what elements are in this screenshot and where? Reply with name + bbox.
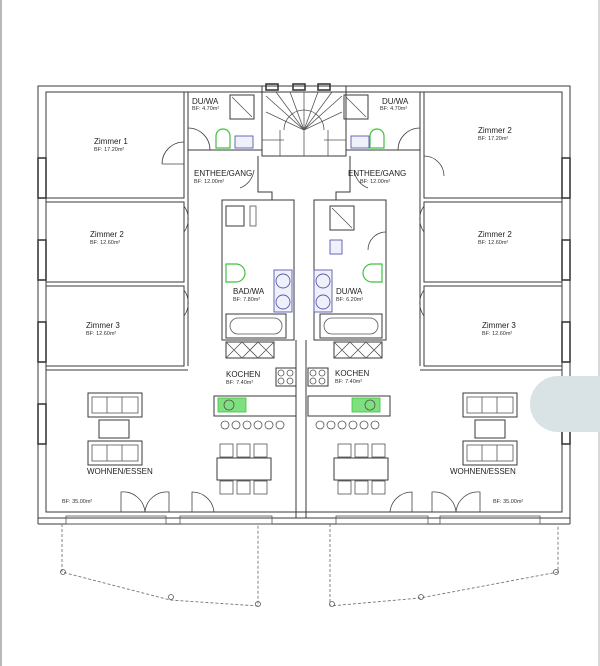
room-label: ENTHEE/GANG [194, 169, 252, 178]
right-bathroom [313, 199, 387, 359]
side-drawer-tab[interactable] [530, 376, 600, 432]
balconies [60, 524, 559, 607]
room-labels-left: Zimmer 1 BF: 17.20m² Zimmer 2 BF: 12.60m… [62, 97, 265, 505]
windows-left [37, 157, 47, 445]
room-label: DU/WA [192, 97, 219, 106]
room-label: Zimmer 2 [478, 230, 512, 239]
room-label: KOCHEN [335, 369, 369, 378]
page-frame-left [0, 0, 2, 666]
left-kitchen [213, 367, 297, 495]
room-area: BF: 4.70m² [380, 106, 407, 112]
room-label: KOCHEN [226, 370, 260, 379]
bar-stools-right [315, 420, 380, 430]
room-area: BF: 12.60m² [482, 331, 512, 337]
room-area: BF: 12.60m² [478, 240, 508, 246]
bar-stools-left [220, 420, 285, 430]
room-label: Zimmer 2 [478, 126, 512, 135]
dining-table-left [216, 443, 272, 495]
room-area: BF: 6.20m² [336, 297, 363, 303]
room-area: BF: 12.60m² [90, 240, 120, 246]
dining-table-right [333, 443, 389, 495]
room-area: BF: 12.00m² [194, 179, 224, 185]
room-area: BF: 4.70m² [192, 106, 219, 112]
room-labels-right: Zimmer 2 BF: 17.20m² Zimmer 2 BF: 12.60m… [335, 97, 523, 505]
room-label: Zimmer 3 [482, 321, 516, 330]
room-area: BF: 35.00m² [493, 499, 523, 505]
left-bathroom [221, 199, 295, 359]
room-label: BAD/WA [233, 287, 265, 296]
room-label: ENTHEE/GANG [348, 169, 406, 178]
room-area: BF: 7.40m² [226, 380, 253, 386]
room-label: Zimmer 3 [86, 321, 120, 330]
left-bedrooms [45, 91, 189, 371]
room-area: BF: 7.80m² [233, 297, 260, 303]
staircase [261, 83, 347, 157]
living-furniture-left [87, 392, 143, 466]
room-label: DU/WA [382, 97, 409, 106]
living-furniture-right [462, 392, 518, 466]
room-label: Zimmer 2 [90, 230, 124, 239]
room-area: BF: 7.40m² [335, 379, 362, 385]
room-label: DU/WA [336, 287, 363, 296]
room-area: BF: 12.00m² [360, 179, 390, 185]
right-kitchen [307, 367, 391, 495]
room-area: BF: 35.00m² [62, 499, 92, 505]
party-wall [295, 340, 307, 518]
room-area: BF: 17.20m² [478, 136, 508, 142]
room-area: BF: 17.20m² [94, 147, 124, 153]
room-label: Zimmer 1 [94, 137, 128, 146]
patio-doors [65, 491, 541, 525]
central-corridor [239, 156, 369, 200]
room-label: WOHNEN/ESSEN [450, 467, 516, 476]
right-bedrooms [419, 91, 563, 371]
room-label: WOHNEN/ESSEN [87, 467, 153, 476]
page-frame-right [598, 0, 600, 666]
room-area: BF: 12.60m² [86, 331, 116, 337]
